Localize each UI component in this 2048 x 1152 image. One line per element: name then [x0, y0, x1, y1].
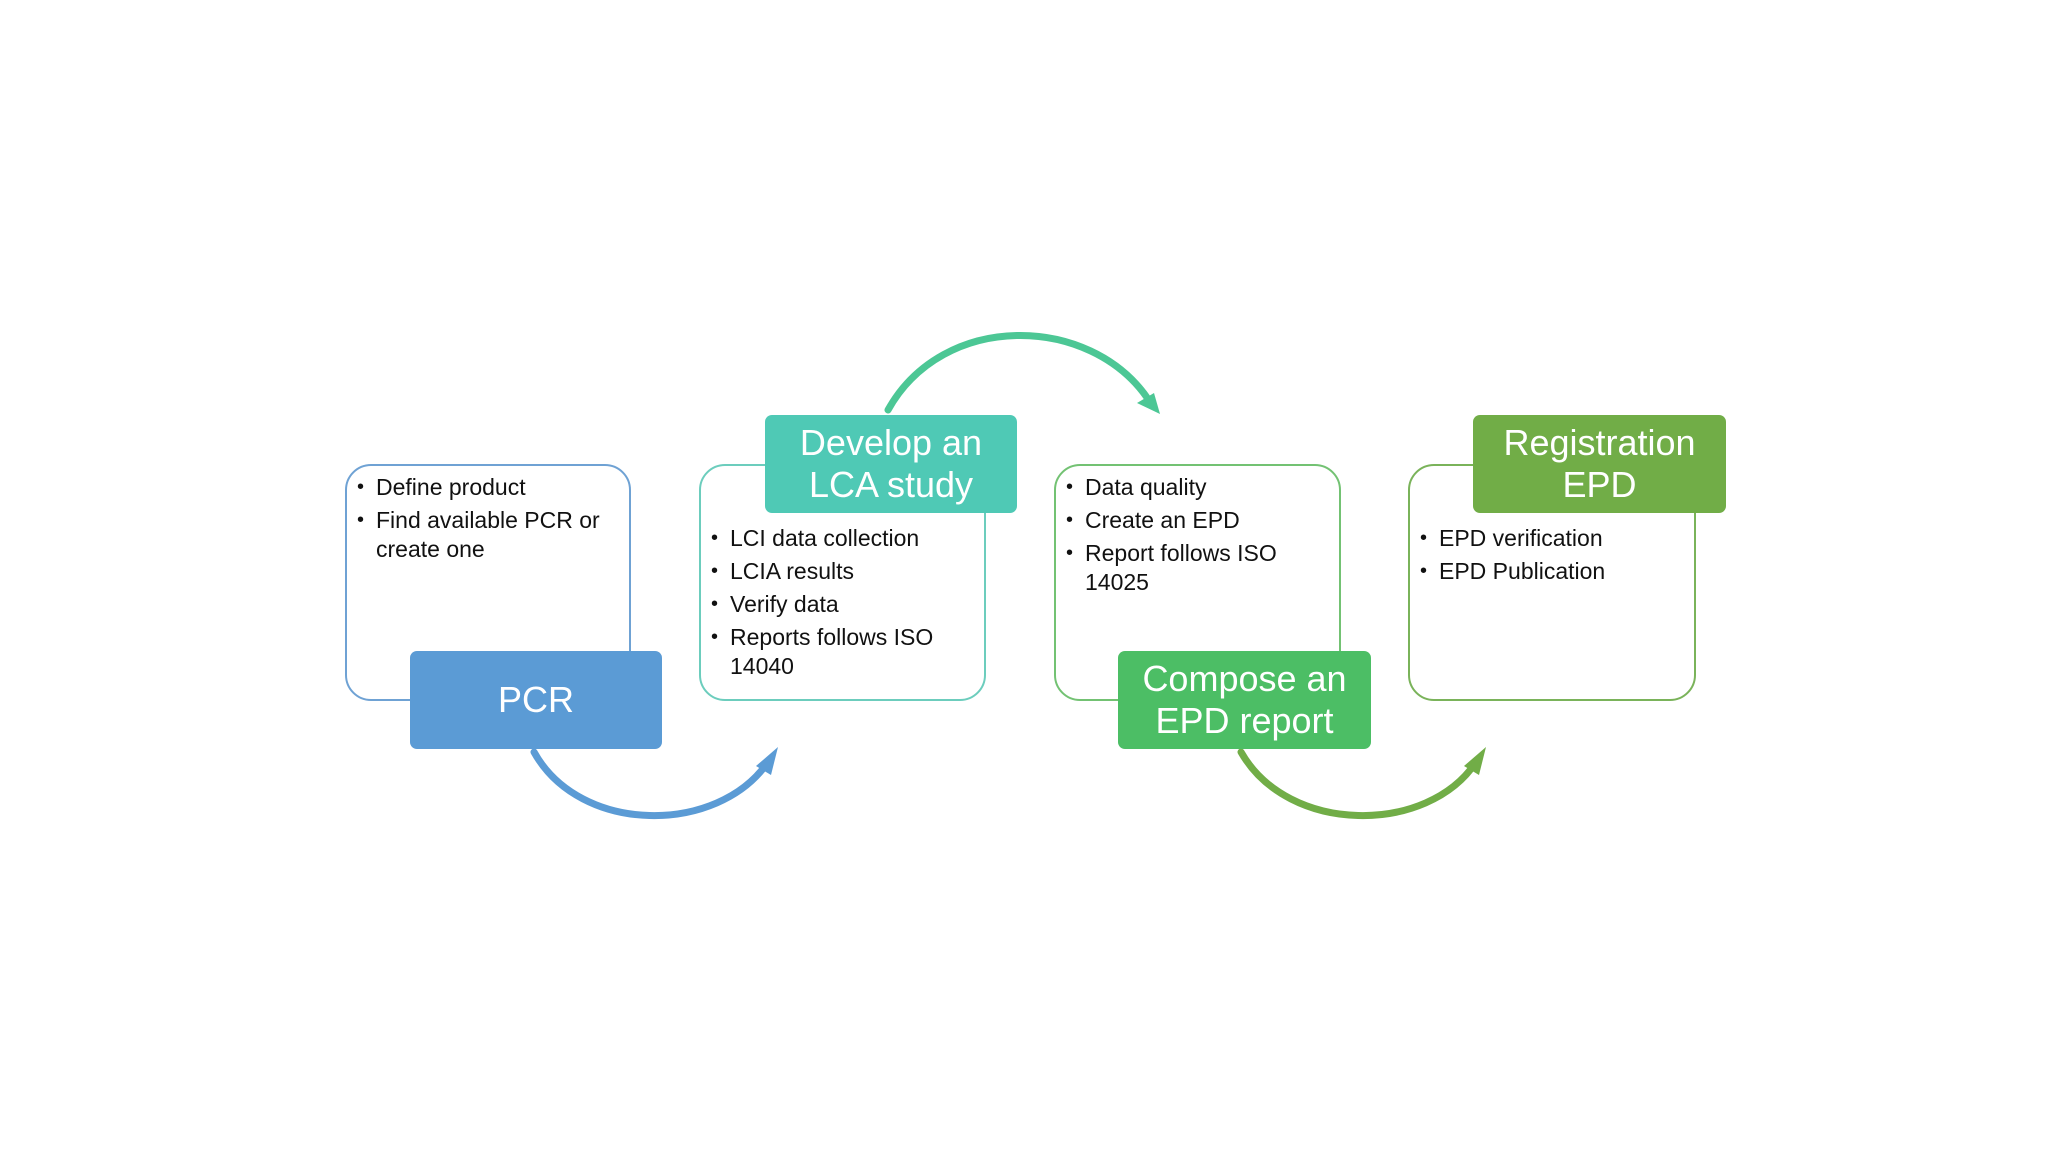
bullet-item: Create an EPD	[1066, 506, 1327, 535]
step-pcr-header: PCR	[410, 651, 662, 749]
step-epd-report-bullet-list: Data quality Create an EPD Report follow…	[1066, 473, 1327, 597]
step-lca-header: Develop an LCA study	[765, 415, 1017, 513]
arrow-epd-report-to-registration-head	[1464, 747, 1486, 775]
bullet-item: Find available PCR or create one	[357, 506, 617, 564]
step-registration-bullet-list: EPD verification EPD Publication	[1420, 524, 1682, 586]
step-epd-report-header: Compose an EPD report	[1118, 651, 1371, 749]
arrow-pcr-to-lca-curve	[530, 748, 772, 819]
bullet-item: EPD verification	[1420, 524, 1682, 553]
bullet-item: Define product	[357, 473, 617, 502]
step-lca-bullet-list: LCI data collection LCIA results Verify …	[711, 524, 972, 681]
bullet-item: LCIA results	[711, 557, 972, 586]
arrow-pcr-to-lca	[530, 747, 778, 819]
bullet-item: Reports follows ISO 14040	[711, 623, 972, 681]
bullet-item: Verify data	[711, 590, 972, 619]
arrow-epd-report-to-registration-curve	[1237, 748, 1480, 819]
bullet-item: Report follows ISO 14025	[1066, 539, 1327, 597]
arrow-epd-report-to-registration	[1237, 747, 1486, 819]
step-registration-header: Registration EPD	[1473, 415, 1726, 513]
arrow-lca-to-epd-report-curve	[884, 332, 1152, 414]
bullet-item: EPD Publication	[1420, 557, 1682, 586]
bullet-item: LCI data collection	[711, 524, 972, 553]
arrow-pcr-to-lca-head	[756, 747, 778, 775]
arrow-lca-to-epd-report	[884, 332, 1160, 414]
arrow-lca-to-epd-report-head	[1137, 393, 1160, 414]
step-pcr-content-box: Define product Find available PCR or cre…	[345, 464, 631, 701]
step-pcr-bullet-list: Define product Find available PCR or cre…	[357, 473, 617, 564]
bullet-item: Data quality	[1066, 473, 1327, 502]
